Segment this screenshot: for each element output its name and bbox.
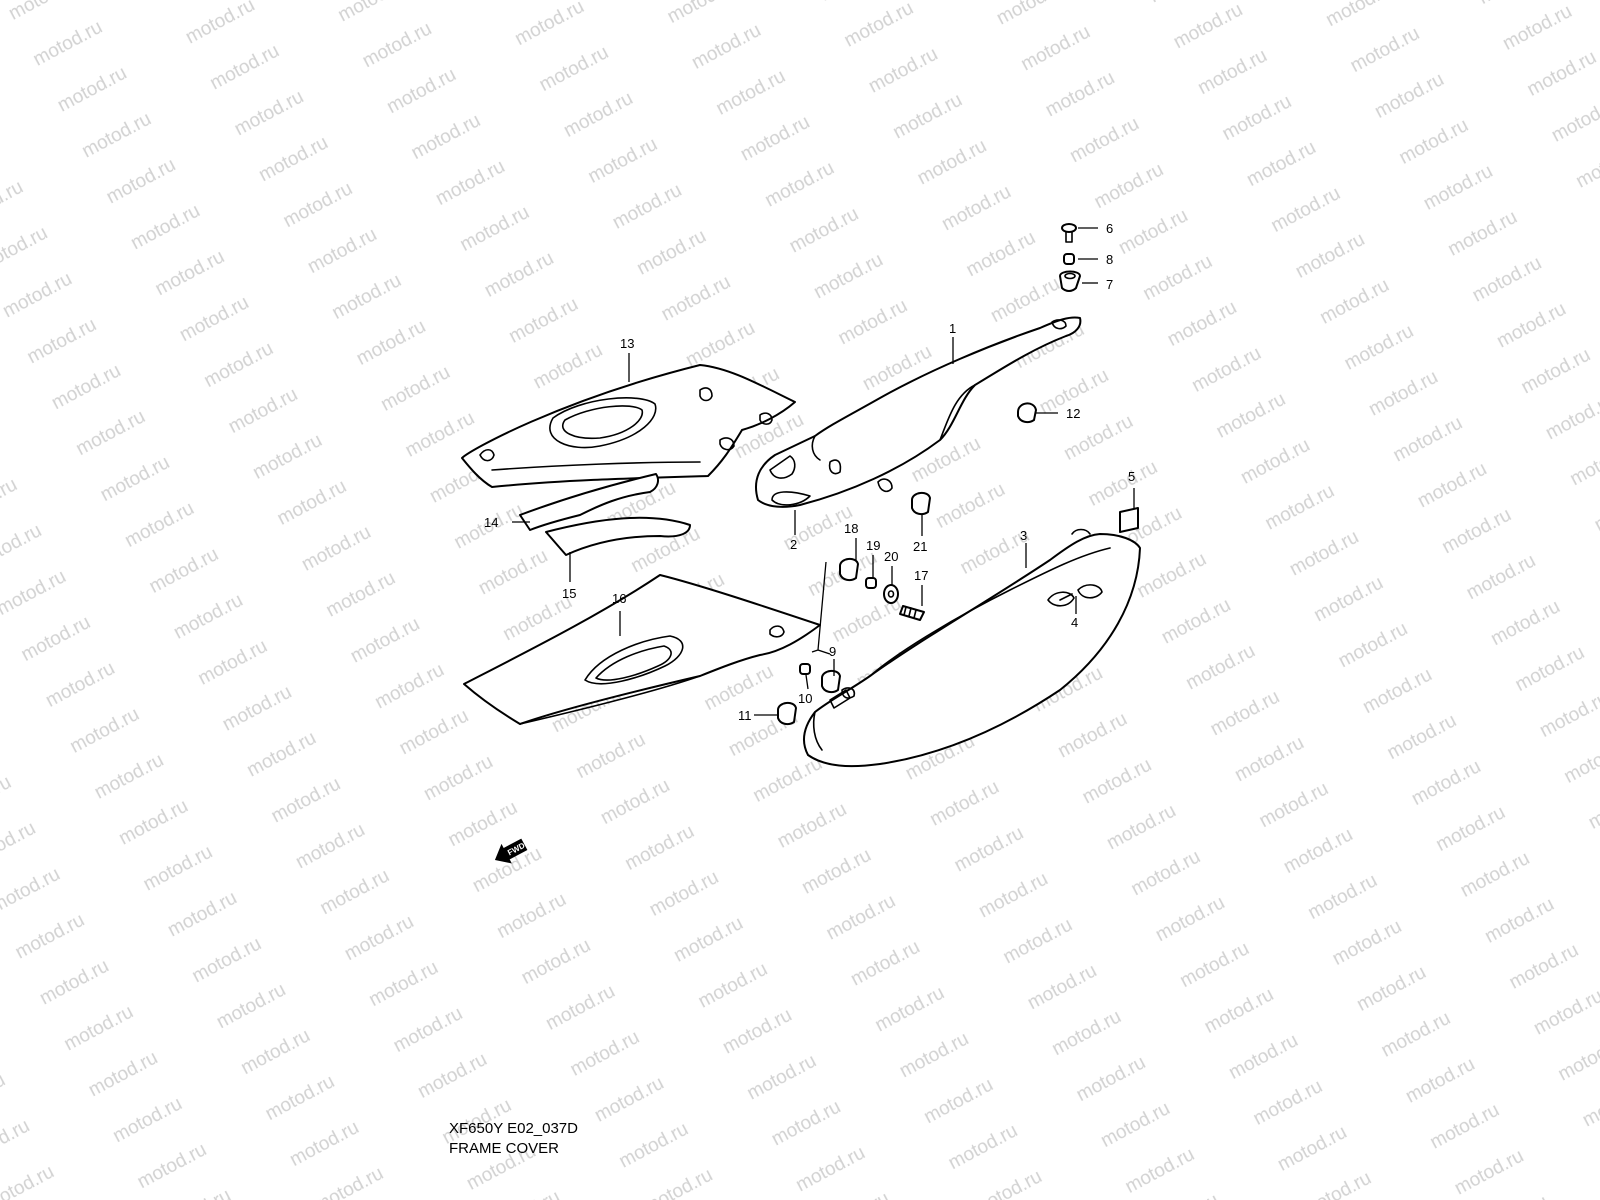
callout-8: 8 [1106, 252, 1113, 267]
callout-20: 20 [884, 549, 898, 564]
callout-15: 15 [562, 586, 576, 601]
part-21-cushion [911, 492, 931, 516]
part-5-emblem [1119, 507, 1139, 533]
part-7-grommet [1059, 270, 1081, 292]
callout-14: 14 [484, 515, 498, 530]
part-12-cushion [1017, 402, 1037, 424]
part-17-screw [899, 605, 925, 621]
callout-9: 9 [829, 644, 836, 659]
callout-2: 2 [790, 537, 797, 552]
bracket-9 [811, 561, 831, 655]
part-3-side-cover [803, 528, 1141, 768]
part-18-cushion [839, 558, 859, 582]
part-10-collar [799, 663, 811, 675]
callout-13: 13 [620, 336, 634, 351]
part-1-frame-cover-right [755, 316, 1082, 508]
callout-1: 1 [949, 321, 956, 336]
diagram-title: FRAME COVER [449, 1140, 560, 1157]
model-code: XF650Y E02_037D [449, 1120, 578, 1137]
callout-21: 21 [913, 539, 927, 554]
part-16-rear-cover-lower [463, 574, 821, 725]
part-6-bolt [1061, 223, 1077, 243]
callout-10: 10 [798, 691, 812, 706]
callout-18: 18 [844, 521, 858, 536]
callout-19: 19 [866, 538, 880, 553]
callout-4: 4 [1071, 615, 1078, 630]
part-11-cushion [777, 702, 797, 726]
part-8-collar [1063, 253, 1075, 265]
callout-6: 6 [1106, 221, 1113, 236]
part-9-cushion [821, 670, 841, 694]
part-14-trim-strip [519, 473, 659, 531]
part-20-washer [883, 584, 899, 604]
callout-3: 3 [1020, 528, 1027, 543]
part-13-rear-cover-upper [461, 364, 796, 488]
callout-11: 11 [738, 708, 752, 723]
callout-labels: 1 2 3 4 5 6 7 8 9 10 11 12 13 14 15 16 1… [484, 221, 1135, 723]
forward-arrow-icon: FWD [494, 838, 528, 864]
callout-7: 7 [1106, 277, 1113, 292]
leader-lines [512, 227, 1135, 716]
diagram-caption: XF650Y E02_037D FRAME COVER [449, 1119, 578, 1159]
callout-12: 12 [1066, 406, 1080, 421]
part-19-collar [865, 577, 877, 589]
part-15-trim-strip [545, 516, 691, 556]
callout-17: 17 [914, 568, 928, 583]
callout-16: 16 [612, 591, 626, 606]
callout-5: 5 [1128, 469, 1135, 484]
